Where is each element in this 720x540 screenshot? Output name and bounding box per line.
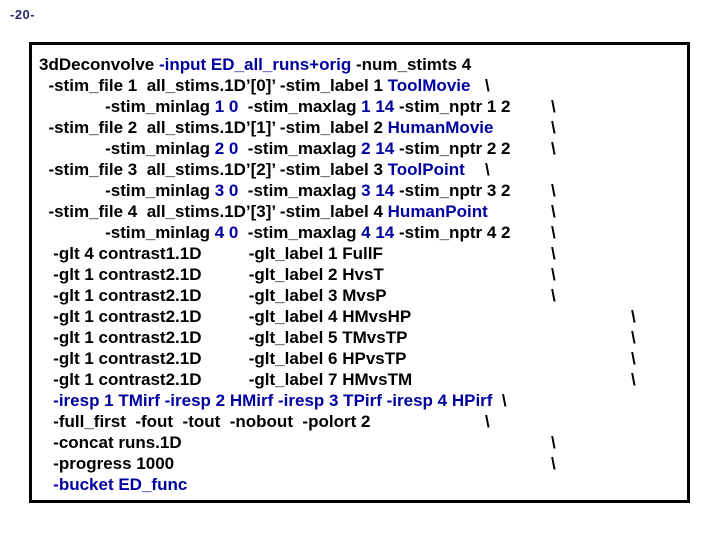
line-continuation-backslash: \ <box>631 349 636 368</box>
command-line: 3dDeconvolve -input ED_all_runs+orig -nu… <box>39 54 685 75</box>
command-text: -full_first -fout -tout -nobout -polort … <box>39 412 371 431</box>
command-line: -stim_minlag 1 0 -stim_maxlag 1 14 -stim… <box>39 96 685 117</box>
command-line: -concat runs.1D \ <box>39 432 685 453</box>
command-text: -glt 1 contrast2.1D -glt_label 3 MvsP <box>39 286 387 305</box>
command-text: -stim_maxlag <box>238 181 362 200</box>
command-line: -stim_file 4 all_stims.1D’[3]’ -stim_lab… <box>39 201 685 222</box>
command-highlight-text: HumanMovie <box>387 118 494 137</box>
command-text: -stim_file 3 all_stims.1D’[2]’ -stim_lab… <box>39 160 388 179</box>
line-continuation-backslash: \ <box>631 328 636 347</box>
command-highlight-text: 4 14 <box>361 223 395 242</box>
line-continuation-backslash: \ <box>551 265 556 284</box>
command-line: -stim_minlag 3 0 -stim_maxlag 3 14 -stim… <box>39 180 685 201</box>
line-continuation-backslash: \ <box>631 370 636 389</box>
command-text: -glt 4 contrast1.1D -glt_label 1 FullF <box>39 244 383 263</box>
command-highlight-text: 3 0 <box>214 181 239 200</box>
command-text: -stim_minlag <box>39 139 215 158</box>
command-highlight-text: -iresp 1 TMirf -iresp 2 HMirf -iresp 3 T… <box>39 391 493 410</box>
command-highlight-text: ToolPoint <box>387 160 465 179</box>
line-continuation-backslash: \ <box>551 286 556 305</box>
command-text: -stim_minlag <box>39 223 215 242</box>
page-number: -20- <box>10 7 36 22</box>
command-highlight-text: 4 0 <box>214 223 239 242</box>
command-highlight-text: HumanPoint <box>387 202 488 221</box>
command-code: 3dDeconvolve -input ED_all_runs+orig -nu… <box>39 54 685 495</box>
command-box: 3dDeconvolve -input ED_all_runs+orig -nu… <box>29 42 690 503</box>
command-text: -stim_file 2 all_stims.1D’[1]’ -stim_lab… <box>39 118 388 137</box>
command-line: -progress 1000 \ <box>39 453 685 474</box>
line-continuation-backslash: \ <box>485 76 490 95</box>
command-text: -stim_nptr 1 2 <box>394 97 511 116</box>
line-continuation-backslash: \ <box>551 454 556 473</box>
command-highlight-text: 1 0 <box>214 97 239 116</box>
command-highlight-text: 1 14 <box>361 97 395 116</box>
line-continuation-backslash: \ <box>551 223 556 242</box>
command-text: -glt 1 contrast2.1D -glt_label 5 TMvsTP <box>39 328 408 347</box>
command-text: -stim_nptr 4 2 <box>394 223 511 242</box>
command-line: -glt 1 contrast2.1D -glt_label 2 HvsT \ <box>39 264 685 285</box>
command-text: -glt 1 contrast2.1D -glt_label 2 HvsT <box>39 265 384 284</box>
command-text: -stim_maxlag <box>238 223 362 242</box>
command-highlight-text: -bucket ED_func <box>39 475 188 494</box>
line-continuation-backslash: \ <box>551 433 556 452</box>
command-text: -stim_file 4 all_stims.1D’[3]’ -stim_lab… <box>39 202 388 221</box>
command-line: -full_first -fout -tout -nobout -polort … <box>39 411 685 432</box>
command-text: -glt 1 contrast2.1D -glt_label 7 HMvsTM <box>39 370 413 389</box>
command-line: -stim_file 1 all_stims.1D’[0]’ -stim_lab… <box>39 75 685 96</box>
command-text: -stim_nptr 3 2 <box>394 181 511 200</box>
command-line: -iresp 1 TMirf -iresp 2 HMirf -iresp 3 T… <box>39 390 685 411</box>
line-continuation-backslash: \ <box>485 160 490 179</box>
command-highlight-text: 3 14 <box>361 181 395 200</box>
line-continuation-backslash: \ <box>551 244 556 263</box>
command-text: -progress 1000 <box>39 454 175 473</box>
command-text: -stim_nptr 2 2 <box>394 139 511 158</box>
command-text: -stim_minlag <box>39 97 215 116</box>
command-line: -glt 1 contrast2.1D -glt_label 4 HMvsHP \ <box>39 306 685 327</box>
command-text: -glt 1 contrast2.1D -glt_label 4 HMvsHP <box>39 307 412 326</box>
command-text: -concat runs.1D <box>39 433 182 452</box>
command-line: -stim_file 3 all_stims.1D’[2]’ -stim_lab… <box>39 159 685 180</box>
line-continuation-backslash: \ <box>551 118 556 137</box>
command-line: -stim_minlag 2 0 -stim_maxlag 2 14 -stim… <box>39 138 685 159</box>
command-text: 3dDeconvolve <box>39 55 159 74</box>
command-line: -stim_minlag 4 0 -stim_maxlag 4 14 -stim… <box>39 222 685 243</box>
line-continuation-backslash: \ <box>551 97 556 116</box>
command-text: -glt 1 contrast2.1D -glt_label 6 HPvsTP <box>39 349 407 368</box>
line-continuation-backslash: \ <box>485 412 490 431</box>
command-line: -glt 1 contrast2.1D -glt_label 7 HMvsTM \ <box>39 369 685 390</box>
line-continuation-backslash: \ <box>551 181 556 200</box>
command-highlight-text: -input ED_all_runs+orig <box>159 55 356 74</box>
command-text: -stim_maxlag <box>238 139 362 158</box>
command-text: -stim_file 1 all_stims.1D’[0]’ -stim_lab… <box>39 76 388 95</box>
command-line: -glt 1 contrast2.1D -glt_label 3 MvsP \ <box>39 285 685 306</box>
command-line: -glt 1 contrast2.1D -glt_label 5 TMvsTP \ <box>39 327 685 348</box>
line-continuation-backslash: \ <box>631 307 636 326</box>
command-text: -stim_minlag <box>39 181 215 200</box>
command-line: -bucket ED_func <box>39 474 685 495</box>
command-highlight-text: 2 0 <box>214 139 239 158</box>
command-line: -glt 1 contrast2.1D -glt_label 6 HPvsTP \ <box>39 348 685 369</box>
command-text: \ <box>492 391 507 410</box>
command-highlight-text: 2 14 <box>361 139 395 158</box>
line-continuation-backslash: \ <box>551 139 556 158</box>
line-continuation-backslash: \ <box>551 202 556 221</box>
command-text: -stim_maxlag <box>238 97 362 116</box>
command-line: -stim_file 2 all_stims.1D’[1]’ -stim_lab… <box>39 117 685 138</box>
command-highlight-text: ToolMovie <box>387 76 471 95</box>
command-line: -glt 4 contrast1.1D -glt_label 1 FullF \ <box>39 243 685 264</box>
command-text: -num_stimts 4 <box>355 55 472 74</box>
